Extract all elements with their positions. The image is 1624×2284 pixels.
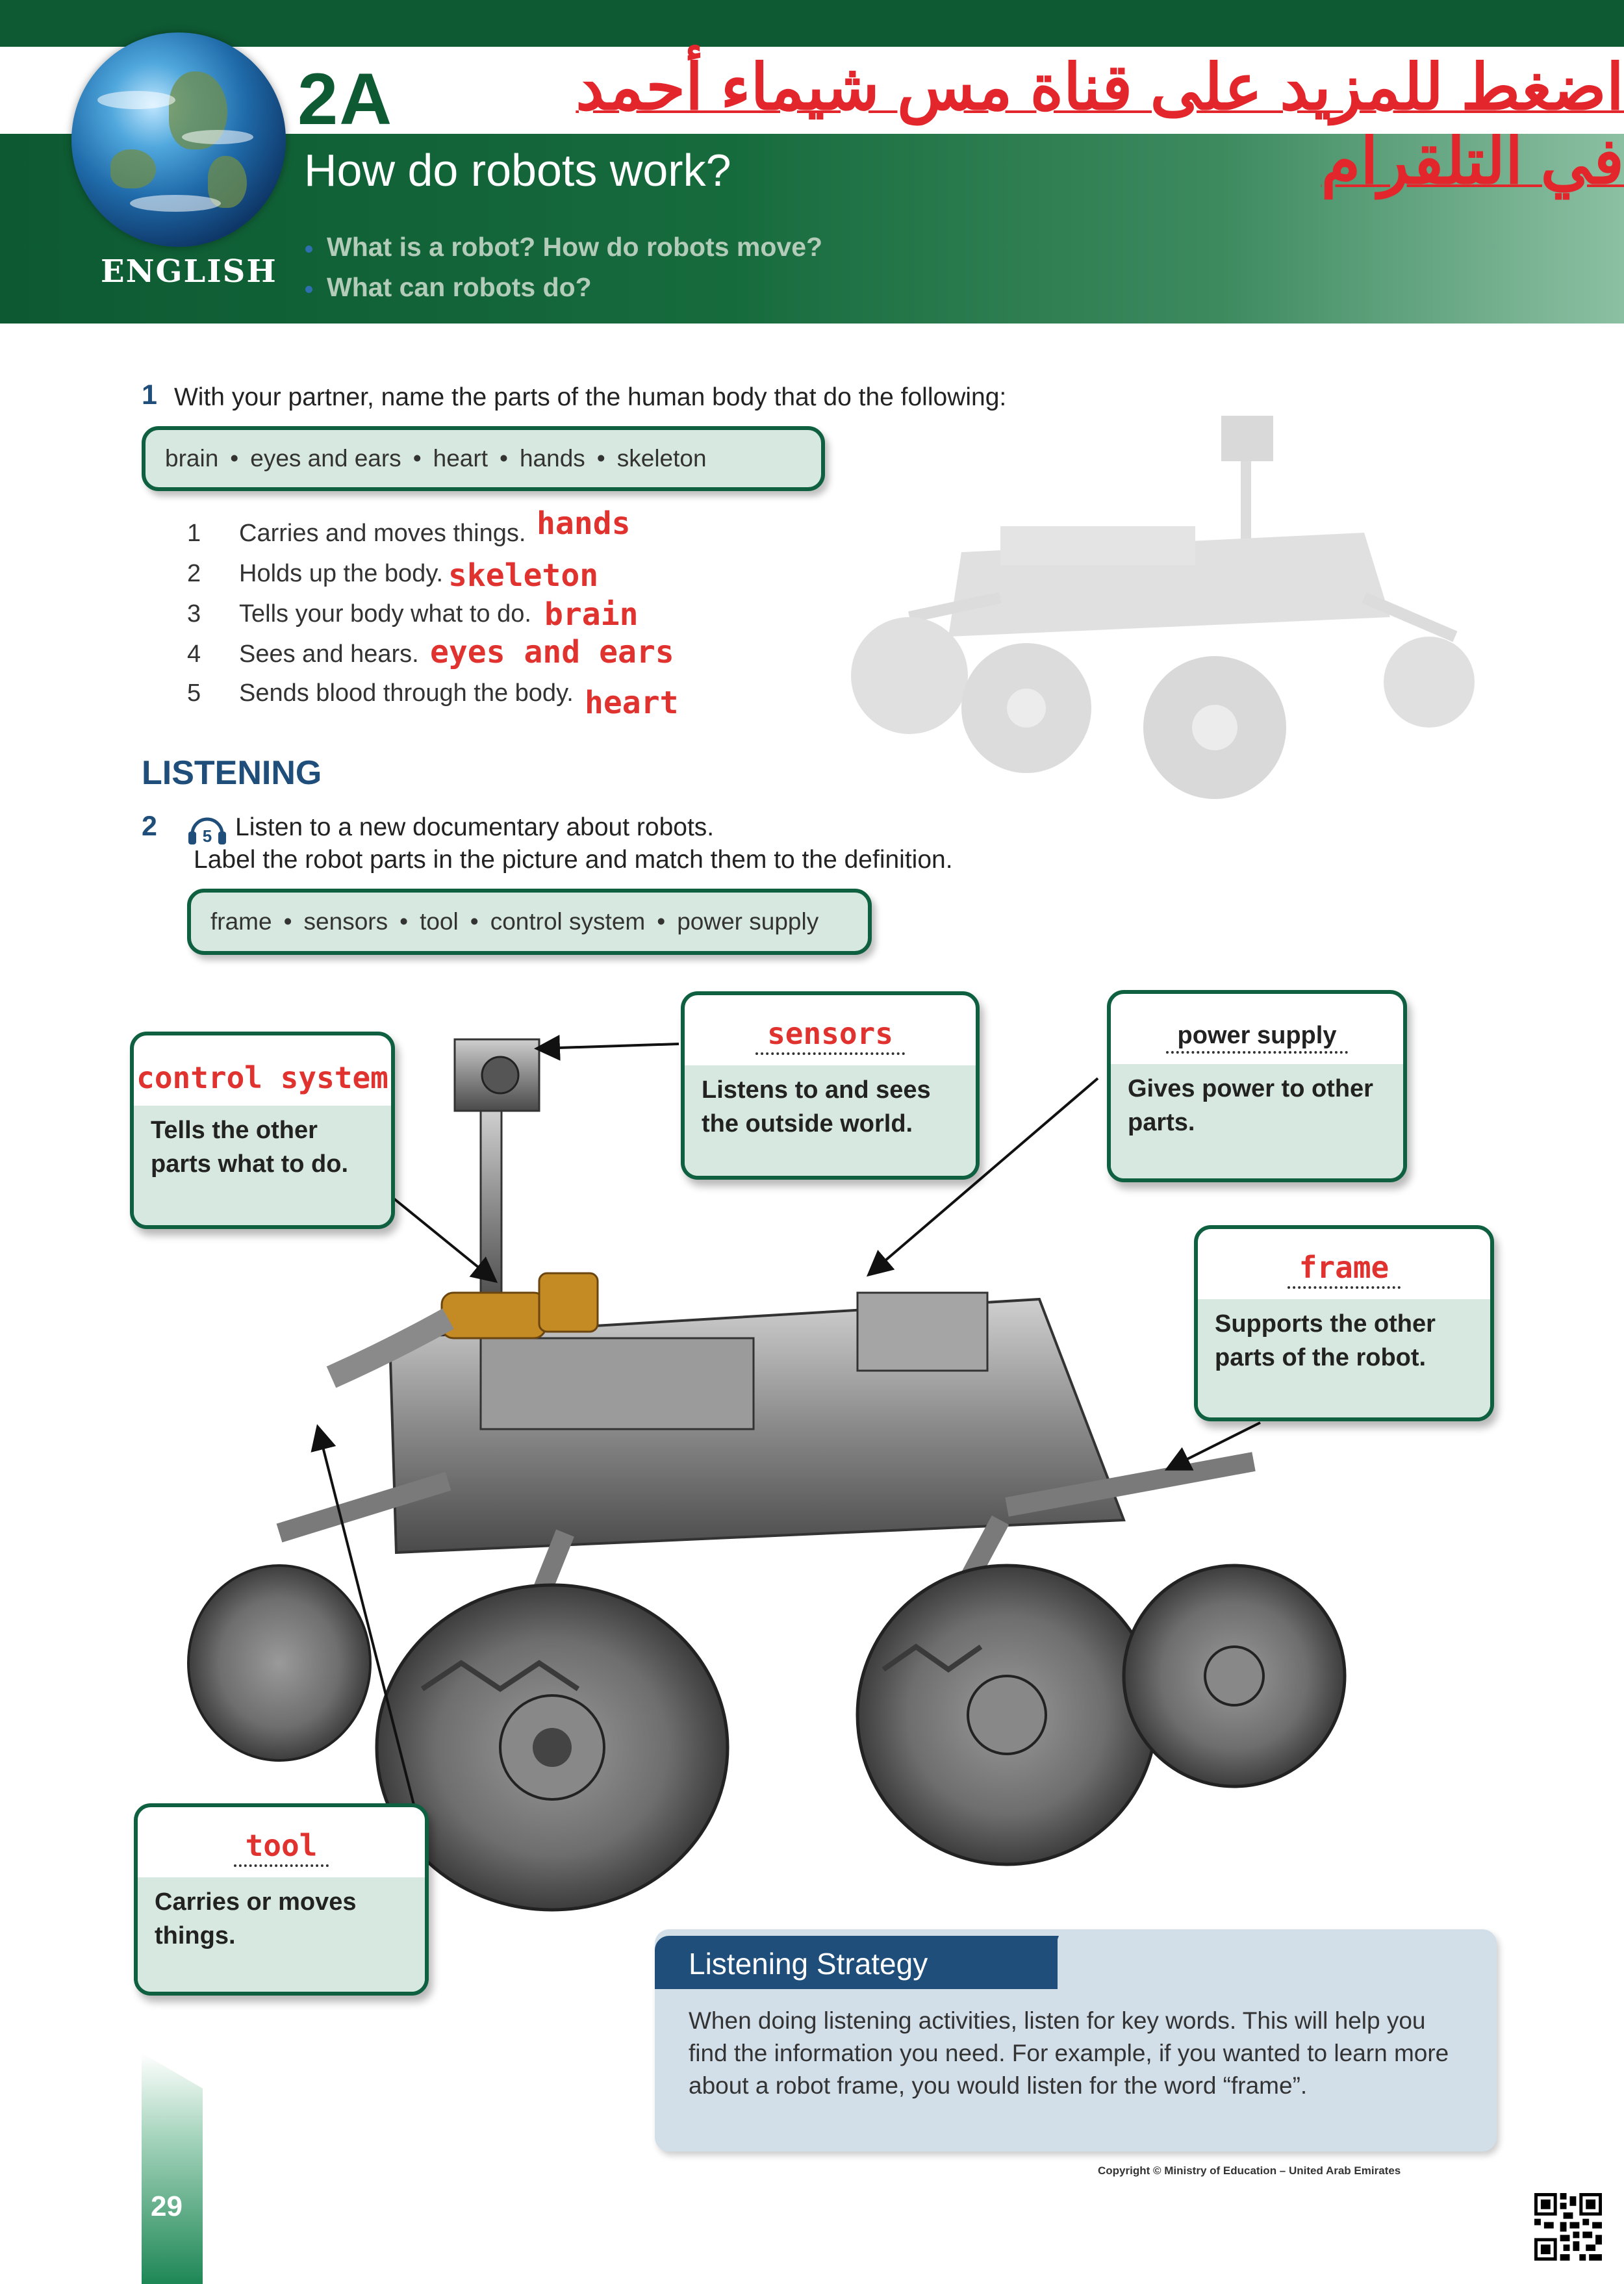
- exercise-instruction: With your partner, name the parts of the…: [174, 383, 1007, 411]
- item-text: Holds up the body.: [239, 560, 444, 587]
- subject-label: ENGLISH: [101, 253, 277, 290]
- word-bank-item: skeleton: [616, 445, 707, 472]
- word-bank-item: power supply: [677, 908, 819, 935]
- item-text: Sees and hears.: [239, 641, 419, 668]
- label-card-power-supply: power supply Gives power to other parts.: [1107, 990, 1407, 1182]
- label-answer: power supply: [1177, 1022, 1337, 1049]
- word-bank-item: eyes and ears: [250, 445, 401, 472]
- header-question: What can robots do?: [305, 272, 592, 303]
- label-definition: Gives power to other parts.: [1111, 1064, 1403, 1178]
- word-bank-item: brain: [165, 445, 219, 472]
- header-top-strip: [0, 0, 1624, 47]
- label-card-sensors: sensors Listens to and sees the outside …: [681, 991, 980, 1180]
- word-bank-item: frame: [210, 908, 272, 935]
- headphone-icon[interactable]: 5: [187, 815, 227, 846]
- item-number: 1: [187, 520, 201, 547]
- bullet-icon: [305, 285, 312, 293]
- strategy-title: Listening Strategy: [689, 1947, 928, 1981]
- item-text: Tells your body what to do.: [239, 600, 531, 628]
- exercise-number: 1: [142, 379, 157, 411]
- word-bank-item: heart: [433, 445, 488, 472]
- answer-text: heart: [585, 685, 679, 721]
- word-bank-item: hands: [519, 445, 585, 472]
- strategy-text: When doing listening activities, listen …: [689, 2007, 1449, 2099]
- listening-instruction: Listen to a new documentary about robots…: [235, 813, 715, 841]
- word-bank-item: sensors: [303, 908, 388, 935]
- header-question: What is a robot? How do robots move?: [305, 232, 822, 262]
- label-arrows: [311, 1034, 1261, 1813]
- item-number: 4: [187, 641, 201, 668]
- word-bank: brain• eyes and ears• heart• hands• skel…: [142, 426, 825, 491]
- label-definition: Tells the other parts what to do.: [134, 1106, 391, 1225]
- answer-text: eyes and ears: [430, 634, 674, 670]
- label-answer: tool: [245, 1828, 318, 1863]
- rover-illustration: [187, 1038, 1347, 1912]
- lesson-code: 2A: [298, 58, 394, 140]
- label-card-frame: frame Supports the other parts of the ro…: [1194, 1225, 1494, 1421]
- label-answer[interactable]: control system: [136, 1060, 388, 1095]
- qr-code-icon[interactable]: [1534, 2193, 1602, 2261]
- rover-illustration: [851, 416, 1475, 799]
- bullet-icon: [305, 245, 312, 253]
- strategy-tab: [655, 1936, 1058, 1989]
- item-number: 5: [187, 679, 201, 707]
- answer-text: brain: [544, 596, 639, 633]
- label-answer: frame: [1299, 1250, 1389, 1285]
- label-card-control-system: control system Tells the other parts wha…: [130, 1032, 395, 1229]
- item-text: Carries and moves things.: [239, 520, 526, 547]
- listening-instruction: Label the robot parts in the picture and…: [194, 846, 953, 874]
- track-number: 5: [203, 826, 212, 846]
- word-bank-item: control system: [490, 908, 646, 935]
- answer-text: hands: [537, 505, 631, 542]
- strategy-tab-edge: [1013, 1936, 1059, 1989]
- page-number-strip: [142, 2053, 203, 2284]
- copyright-text: Copyright © Ministry of Education – Unit…: [1098, 2164, 1401, 2177]
- lesson-title: How do robots work?: [304, 145, 731, 196]
- label-card-tool: tool Carries or moves things.: [134, 1803, 429, 1996]
- answer-text: skeleton: [448, 557, 599, 594]
- item-number: 2: [187, 560, 201, 587]
- page-number: 29: [151, 2190, 183, 2222]
- word-bank-item: tool: [420, 908, 459, 935]
- section-heading: LISTENING: [142, 754, 322, 792]
- label-definition: Supports the other parts of the robot.: [1198, 1299, 1490, 1417]
- label-definition: Listens to and sees the outside world.: [685, 1065, 976, 1176]
- word-bank: frame• sensors• tool• control system• po…: [187, 889, 872, 955]
- label-answer: sensors: [767, 1016, 893, 1051]
- globe-icon: [71, 32, 286, 247]
- exercise-number: 2: [142, 811, 157, 842]
- label-definition: Carries or moves things.: [138, 1877, 425, 1992]
- item-text: Sends blood through the body.: [239, 679, 574, 707]
- item-number: 3: [187, 600, 201, 628]
- promo-link[interactable]: اضغط للمزيد على قناة مس شيماء أحمد في ال…: [576, 51, 1624, 197]
